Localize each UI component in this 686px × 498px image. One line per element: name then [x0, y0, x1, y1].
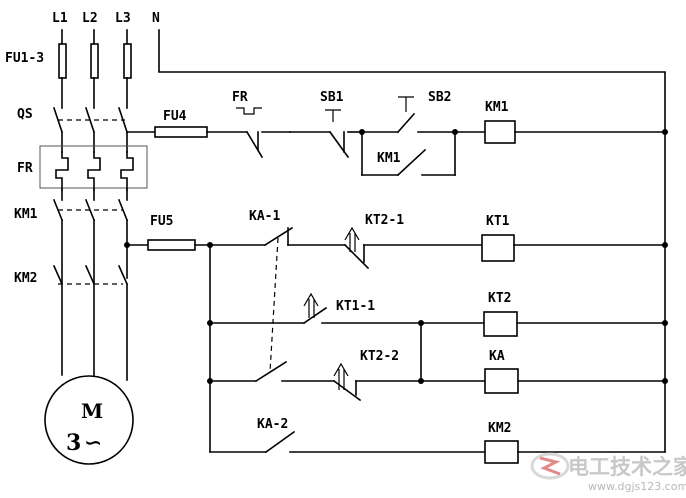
- label-l1: L1: [52, 11, 68, 26]
- fr-nc-symbol: [236, 107, 262, 115]
- motor-circle: [44, 375, 134, 465]
- coil-kt2: [483, 311, 518, 337]
- motor-phase-3: 3: [66, 430, 81, 456]
- label-qs: QS: [17, 107, 33, 122]
- coil-km2: [484, 440, 519, 464]
- label-km2-left: KM2: [14, 271, 37, 286]
- label-sb2: SB2: [428, 90, 451, 105]
- sb1-button: [325, 109, 341, 122]
- label-l2: L2: [82, 11, 98, 26]
- label-ka1: KA-1: [249, 209, 280, 224]
- fuse-fu5: [147, 239, 196, 251]
- motor-m: M: [81, 399, 103, 423]
- mechanical-link: [269, 237, 279, 373]
- watermark-url: www.dgjs123.com: [588, 480, 686, 493]
- fr-element-1: [55, 151, 69, 191]
- fuse-fu4: [154, 126, 208, 138]
- label-km2-coil: KM2: [488, 421, 511, 436]
- control-circuit: FU4 FR SB1 SB2 KM1 KM1: [124, 29, 668, 464]
- label-fr-left: FR: [17, 161, 33, 176]
- motor-ac-symbol: ∽: [84, 430, 102, 456]
- fr-element-3: [120, 151, 134, 191]
- label-km1-coil: KM1: [485, 100, 509, 115]
- label-ka-coil: KA: [489, 349, 505, 364]
- label-kt2-2: KT2-2: [360, 349, 399, 364]
- label-sb1: SB1: [320, 90, 344, 105]
- watermark: 电工技术之家 www.dgjs123.com: [530, 452, 686, 493]
- fuse-fu2: [90, 43, 99, 79]
- label-km1-left: KM1: [14, 207, 38, 222]
- power-circuit: L1 L2 L3 N FU1-3 QS FR KM1 KM2: [5, 11, 160, 465]
- kt1-1-timer-symbol: [303, 292, 319, 318]
- label-kt2-1: KT2-1: [365, 213, 404, 228]
- label-fu5: FU5: [150, 214, 173, 229]
- fr-element-2: [87, 151, 101, 191]
- watermark-title: 电工技术之家: [568, 455, 686, 479]
- coil-kt1: [481, 234, 515, 262]
- label-fr-top: FR: [232, 90, 248, 105]
- label-n: N: [152, 11, 160, 26]
- coil-km1: [484, 120, 516, 144]
- fuse-fu3: [123, 43, 132, 79]
- label-kt2-coil: KT2: [488, 291, 511, 306]
- watermark-logo-icon: [530, 452, 570, 480]
- label-kt1-1: KT1-1: [336, 299, 375, 314]
- kt2-1-timer-symbol: [344, 226, 360, 252]
- label-l3: L3: [115, 11, 131, 26]
- label-ka2: KA-2: [257, 417, 288, 432]
- kt2-2-timer-symbol: [333, 362, 349, 390]
- label-fu4: FU4: [163, 109, 187, 124]
- label-kt1-coil: KT1: [486, 214, 510, 229]
- fuse-fu1: [58, 43, 67, 79]
- label-fu1-3: FU1-3: [5, 51, 44, 66]
- label-km1-contact: KM1: [377, 151, 401, 166]
- coil-ka: [484, 368, 519, 394]
- sb2-button: [398, 96, 414, 112]
